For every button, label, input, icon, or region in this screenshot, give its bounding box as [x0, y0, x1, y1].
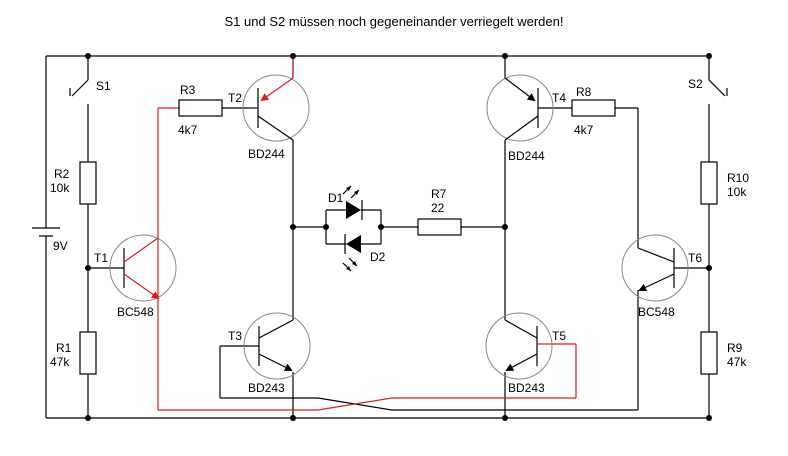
r3-label: R3 [180, 83, 196, 97]
r7-value: 22 [431, 201, 445, 215]
r2-label: R2 [54, 167, 70, 181]
switch-s2-label: S2 [688, 77, 703, 91]
junction-dots [85, 53, 712, 421]
t2-label: T2 [228, 91, 242, 105]
wiring [45, 55, 710, 419]
resistor-r8: R8 4k7 [571, 85, 616, 137]
page-title: S1 und S2 müssen noch gegeneinander verr… [225, 14, 564, 29]
resistor-r7: R7 22 [417, 187, 462, 236]
r10-label: R10 [727, 171, 749, 185]
resistor-r3: R3 4k7 [178, 83, 223, 137]
d2-label: D2 [370, 250, 386, 264]
t3-type: BD243 [248, 381, 285, 395]
r2-value: 10k [50, 181, 70, 195]
transistor-t5: T5 BD243 [485, 312, 566, 395]
red-wiring [157, 56, 577, 411]
r8-label: R8 [576, 85, 592, 99]
t1-label: T1 [94, 251, 108, 265]
d1-label: D1 [328, 191, 344, 205]
r1-label: R1 [56, 341, 72, 355]
r10-value: 10k [727, 185, 747, 199]
led-d2: D2 [342, 234, 386, 272]
transistor-t1: T1 BC548 [94, 234, 177, 319]
led-d1: D1 [328, 185, 363, 220]
r1-value: 47k [50, 355, 70, 369]
t4-label: T4 [552, 91, 566, 105]
switch-s1-label: S1 [96, 79, 111, 93]
t5-label: T5 [552, 329, 566, 343]
battery: 9V [32, 227, 68, 253]
switch-s1: S1 [69, 79, 111, 97]
r8-value: 4k7 [574, 123, 594, 137]
resistor-r1: R1 47k [50, 331, 97, 375]
switch-s2: S2 [688, 77, 728, 97]
t2-type: BD244 [248, 147, 285, 161]
battery-label: 9V [53, 239, 68, 253]
r7-label: R7 [431, 187, 447, 201]
r9-label: R9 [727, 341, 743, 355]
t1-type: BC548 [117, 305, 154, 319]
transistor-t6: T6 BC548 [621, 234, 702, 319]
transistor-t4: T4 BD244 [486, 74, 566, 163]
resistor-r10: R10 10k [700, 161, 749, 205]
transistor-t2: T2 BD244 [228, 74, 310, 161]
r9-value: 47k [727, 355, 747, 369]
t4-type: BD244 [508, 149, 545, 163]
t6-label: T6 [688, 251, 702, 265]
t5-type: BD243 [508, 381, 545, 395]
t3-label: T3 [228, 329, 242, 343]
resistor-r2: R2 10k [50, 161, 97, 205]
t6-type: BC548 [638, 305, 675, 319]
resistor-r9: R9 47k [700, 331, 747, 375]
transistor-t3: T3 BD243 [228, 312, 311, 395]
r3-value: 4k7 [178, 123, 198, 137]
